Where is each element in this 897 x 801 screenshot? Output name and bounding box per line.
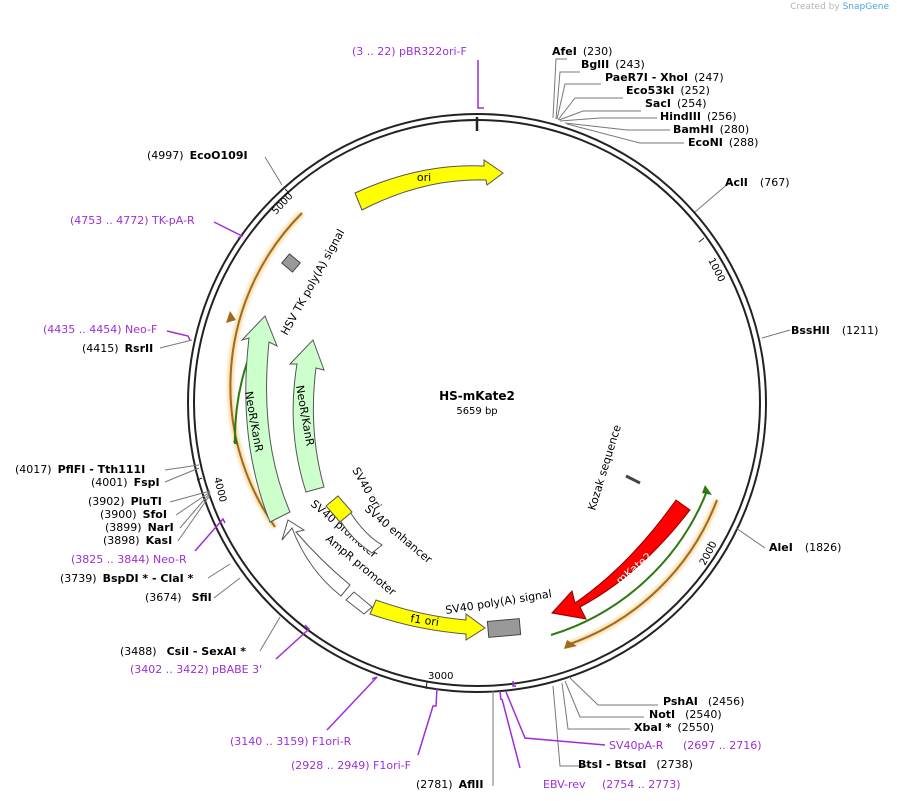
- enzyme-saci: SacI(254): [645, 97, 707, 110]
- feature-sv40-polya-label: SV40 poly(A) signal: [444, 587, 552, 617]
- enzyme-leaders: [159, 58, 791, 786]
- enzyme-sfii: (3674)SfiI: [145, 591, 212, 604]
- tick-5000: 5000: [270, 188, 296, 217]
- primer-ebv-rev-name: EBV-rev: [543, 778, 586, 791]
- enzyme-btsi-btsai: BtsI - BtsαI(2738): [578, 758, 693, 771]
- enzyme-xbai: XbaI *(2550): [634, 721, 714, 734]
- plasmid-name: HS-mKate2: [439, 389, 515, 403]
- enzyme-eco53ki: Eco53kI(252): [626, 84, 710, 97]
- primer-pbr322ori-f: (3 .. 22) pBR322ori-F: [352, 45, 467, 58]
- primer-f1ori-f: (2928 .. 2949) F1ori-F: [291, 759, 411, 772]
- enzyme-bamhi: BamHI(280): [673, 123, 749, 136]
- enzyme-pluti: (3902)PluTI: [88, 495, 162, 508]
- enzyme-kasi: (3898)KasI: [103, 534, 172, 547]
- credit-prefix: Created by: [790, 2, 840, 12]
- feature-sv40-promoter-arrow: [281, 519, 351, 597]
- primer-ebv-rev-range: (2754 .. 2773): [602, 778, 681, 791]
- snapgene-logo-text: SnapGene: [842, 2, 889, 12]
- enzyme-bglii: BglII(243): [581, 58, 645, 71]
- tick-label-5000: 5000: [270, 191, 295, 217]
- backbone-outer: [187, 113, 767, 693]
- primer-neo-r: (3825 .. 3844) Neo-R: [71, 553, 187, 566]
- enzyme-pshai: PshAI(2456): [663, 695, 744, 708]
- enzyme-paer7i-xhoi: PaeR7I - XhoI(247): [605, 71, 724, 84]
- enzyme-pflfi-tth111i: (4017)PflFI - Tth111I: [15, 463, 145, 476]
- feature-ampr-promoter-arrow: [345, 591, 373, 615]
- snapgene-credit: Created by SnapGene: [790, 2, 889, 12]
- enzyme-rsrii: (4415)RsrII: [82, 342, 153, 355]
- enzyme-ecoo109i: (4997)EcoO109I: [147, 149, 248, 162]
- primer-pbabe3: (3402 .. 3422) pBABE 3': [130, 663, 262, 676]
- feature-ori-label: ori: [417, 171, 431, 184]
- primer-f1ori-r: (3140 .. 3159) F1ori-R: [230, 735, 352, 748]
- tick-label-4000: 4000: [211, 476, 228, 503]
- feature-f1ori-label: f1 ori: [410, 612, 440, 629]
- primer-sv40pa-r-name: SV40pA-R: [609, 739, 664, 752]
- feature-sv40-ori-box: [325, 495, 353, 523]
- enzyme-labels: AfeI(230) BglII(243) PaeR7I - XhoI(247) …: [15, 45, 878, 791]
- enzyme-acli: AclI(767): [725, 176, 790, 189]
- enzyme-sfoi: (3900)SfoI: [100, 508, 167, 521]
- feature-ori-arrow: [354, 159, 504, 211]
- orf-arc-neor: [226, 210, 305, 529]
- feature-kozak-mark: [625, 474, 641, 485]
- enzyme-hindiii: HindIII(256): [660, 110, 737, 123]
- primer-labels: (3 .. 22) pBR322ori-F (2697 .. 2716) SV4…: [43, 45, 762, 791]
- primer-marks: [166, 60, 606, 769]
- enzyme-afei: AfeI(230): [552, 45, 612, 58]
- enzyme-econi: EcoNI(288): [688, 136, 758, 149]
- feature-f1ori-arrow: [369, 599, 486, 641]
- enzyme-noti: NotI(2540): [649, 708, 722, 721]
- feature-sv40-enhancer-arrow: [339, 511, 383, 554]
- enzyme-bspdi-clai: (3739)BspDI * - ClaI *: [60, 572, 194, 585]
- tick-label-3000: 3000: [428, 671, 453, 682]
- enzyme-alei: AleI(1826): [769, 541, 841, 554]
- enzyme-fspi: (4001)FspI: [91, 476, 160, 489]
- feature-kozak-label: Kozak sequence: [585, 423, 623, 512]
- enzyme-nari: (3899)NarI: [105, 521, 174, 534]
- orf-arc-mkate2: [550, 485, 720, 649]
- tick-label-1000: 1000: [705, 256, 726, 284]
- feature-sv40-polya-box: [486, 618, 522, 638]
- enzyme-bsshii: BssHII(1211): [791, 324, 878, 337]
- enzyme-csii-sexai: (3488)CsiI - SexAI *: [120, 645, 246, 658]
- primer-neo-f: (4435 .. 4454) Neo-F: [43, 323, 157, 336]
- feature-hsvtk-box: [281, 253, 301, 273]
- feature-sv40-ori-label: SV40 ori: [349, 465, 383, 512]
- enzyme-aflii: (2781)AflII: [416, 778, 483, 791]
- primer-sv40pa-r-range: (2697 .. 2716): [683, 739, 762, 752]
- feature-neor-outer-arrow: [240, 315, 291, 523]
- plasmid-length: 5659 bp: [456, 406, 497, 417]
- feature-hsvtk-label: HSV TK poly(A) signal: [278, 227, 347, 338]
- tick-3000: 3000: [425, 671, 453, 690]
- feature-mkate2-arrow: [551, 499, 691, 620]
- feature-neor-inner-arrow: [288, 339, 325, 493]
- primer-tk-pa-r: (4753 .. 4772) TK-pA-R: [70, 214, 195, 227]
